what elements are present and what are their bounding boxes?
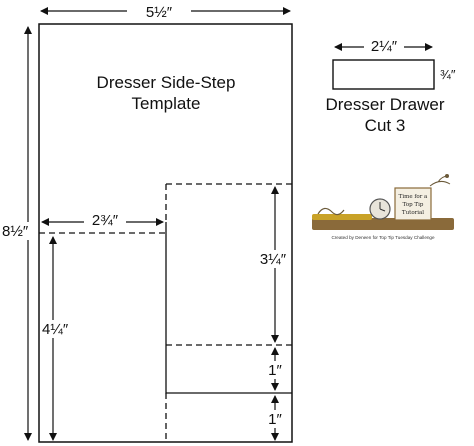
- left-height-label: 4¼″: [42, 321, 69, 338]
- logo-sign: [394, 187, 432, 221]
- logo-sign-line3: Tutorial: [402, 210, 424, 216]
- logo-plank: [312, 218, 454, 230]
- drawer-width-label: 2¼″: [371, 38, 398, 55]
- width-label: 5½″: [146, 4, 173, 21]
- logo-swirl: [317, 207, 345, 216]
- logo-sign-line1: Time for a: [399, 194, 428, 200]
- logo-gold-ribbon: [312, 214, 372, 220]
- lower-gap-label-bg: [262, 361, 288, 379]
- step-width-label: 2¾″: [92, 212, 119, 229]
- lower-gap-label: 1″: [268, 362, 282, 379]
- bottom-gap-label-bg: [262, 410, 288, 428]
- drawer-height-label: ¾″: [440, 67, 456, 82]
- height-label-bg: [0, 222, 38, 240]
- top-tip-logo: Time for a Top Tip Tutorial Created by D…: [312, 174, 454, 240]
- step-height-label: 3¼″: [260, 251, 287, 268]
- logo-credit: Created by Deneen for Top Tip Tuesday Ch…: [331, 235, 435, 240]
- height-label: 8½″: [2, 223, 29, 240]
- logo-sign-line2: Top Tip: [403, 202, 424, 208]
- step-height-label-bg: [255, 250, 291, 268]
- bottom-gap-label: 1″: [268, 411, 282, 428]
- width-label-bg: [127, 2, 191, 20]
- template-title-line2: Template: [132, 94, 201, 113]
- left-height-label-bg: [40, 320, 80, 338]
- template-title-line1: Dresser Side-Step: [97, 73, 236, 92]
- step-width-label-bg: [84, 211, 126, 227]
- drawer-title-line2: Cut 3: [365, 116, 406, 135]
- drawer-title-line1: Dresser Drawer: [325, 95, 444, 114]
- drawer-width-label-bg: [364, 37, 404, 53]
- drawer-rectangle: [332, 59, 435, 90]
